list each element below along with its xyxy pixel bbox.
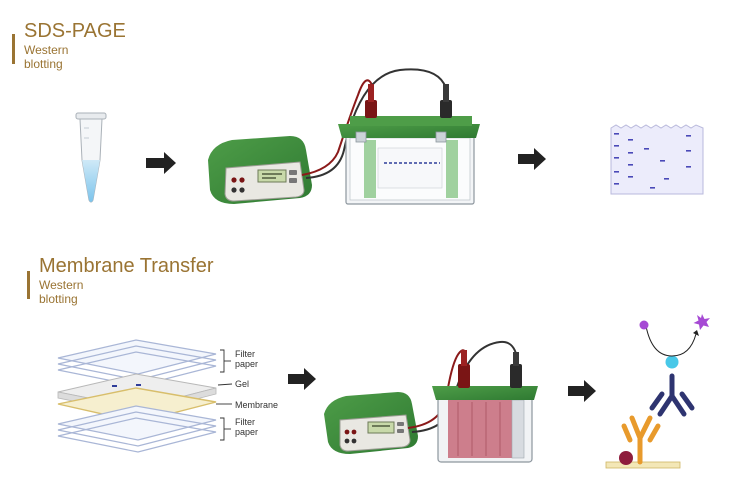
label-filter-paper-top-line1: Filter xyxy=(235,349,255,359)
sds-page-title: SDS-PAGE xyxy=(24,20,126,42)
transfer-stack-icon: Filter paper Gel Membrane Filter paper xyxy=(57,339,278,453)
power-supply-icon xyxy=(324,392,418,454)
transfer-accent-bar xyxy=(27,271,30,299)
sds-page-accent-bar xyxy=(12,34,15,64)
sds-page-subtitle: Western blotting xyxy=(24,43,69,71)
label-membrane: Membrane xyxy=(235,400,278,410)
arrow-icon xyxy=(146,152,176,174)
arrow-icon xyxy=(568,380,596,402)
tube-icon xyxy=(75,112,107,203)
electrophoresis-tank-icon xyxy=(338,84,480,205)
transfer-tank-icon xyxy=(432,350,538,463)
arrow-icon xyxy=(518,148,546,170)
antibody-detection-icon xyxy=(605,314,710,469)
gel-icon xyxy=(610,124,704,195)
label-filter-paper-top-line2: paper xyxy=(235,359,258,369)
transfer-subtitle: Western blotting xyxy=(39,278,84,306)
arrow-icon xyxy=(288,368,316,390)
star-signal-icon xyxy=(693,314,710,330)
label-filter-paper-bottom-line1: Filter xyxy=(235,417,255,427)
label-gel: Gel xyxy=(235,379,249,389)
power-supply-icon xyxy=(208,136,312,204)
transfer-title: Membrane Transfer xyxy=(39,255,214,277)
label-filter-paper-bottom-line2: paper xyxy=(235,427,258,437)
